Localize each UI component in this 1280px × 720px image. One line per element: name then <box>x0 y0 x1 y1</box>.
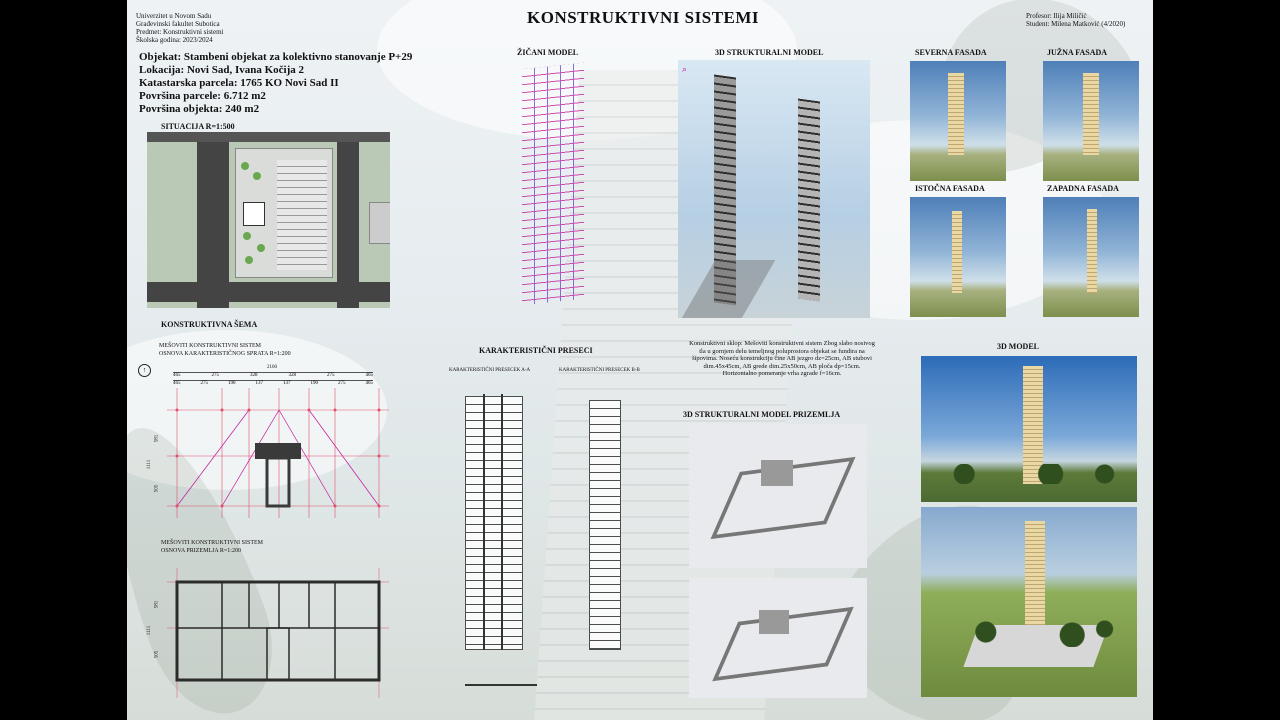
side-dimension: 581 <box>154 600 160 609</box>
west-facade-title: ZAPADNA FASADA <box>1047 184 1119 193</box>
facade-tower <box>952 211 962 293</box>
facade-tower <box>1083 73 1099 155</box>
road-horizontal <box>147 282 390 302</box>
dimension-row-1: 465 275 328 328 275 465 <box>173 372 373 378</box>
dimension-value: 137 <box>283 381 291 386</box>
east-facade-title: ISTOČNA FASADA <box>915 184 985 193</box>
sections-title: KARAKTERISTIČNI PRESECI <box>479 346 593 355</box>
faculty-name: Građevinski fakultet Subotica <box>136 20 220 28</box>
structural-model-image: ⌕ <box>678 60 870 318</box>
school-year: Školska godina: 2023/2024 <box>136 36 213 44</box>
scheme-title: KONSTRUKTIVNA ŠEMA <box>161 320 258 329</box>
dimension-value: 465 <box>365 373 374 378</box>
dimension-total: 2160 <box>267 365 277 370</box>
north-arrow-icon: ↑ <box>138 364 151 377</box>
side-dimension: 581 <box>154 434 160 443</box>
model-3d-image-2 <box>921 507 1137 697</box>
trees <box>921 617 1137 647</box>
wire-model-title: ŽIČANI MODEL <box>517 48 579 57</box>
dimension-value: 190 <box>228 381 236 386</box>
structural-tower-right <box>798 98 820 302</box>
section-a-label: KARAKTERISTIČNI PRESECEK A-A <box>449 368 531 373</box>
section-scale-bar <box>465 684 537 686</box>
tree <box>243 232 251 240</box>
road-horizontal <box>147 132 390 142</box>
university-name: Univerzitet u Novom Sadu <box>136 12 212 20</box>
typical-plan-label-2: OSNOVA KARAKTERISTIČNOG SPRATA R=1:200 <box>159 351 291 357</box>
section-b-drawing <box>589 400 621 650</box>
subject-name: Predmet: Konstruktivni sistemi <box>136 28 224 36</box>
tree <box>241 162 249 170</box>
ground-core <box>759 610 789 634</box>
poster: Univerzitet u Novom Sadu Građevinski fak… <box>127 0 1153 720</box>
tree <box>257 244 265 252</box>
project-object: Objekat: Stambeni objekat za kolektivno … <box>139 51 413 63</box>
project-parcel-area: Površina parcele: 6.712 m2 <box>139 90 266 102</box>
side-dimension: 505 <box>154 484 160 493</box>
typical-floor-plan <box>167 388 389 518</box>
model-3d-image-1 <box>921 356 1137 502</box>
model-3d-title: 3D MODEL <box>997 342 1039 351</box>
road-vertical <box>337 132 359 308</box>
ground-floor-plan <box>167 568 389 698</box>
dimension-value: 275 <box>200 381 209 386</box>
situation-title: SITUACIJA R=1:500 <box>161 122 235 131</box>
structural-shadow <box>680 260 776 318</box>
tree <box>253 172 261 180</box>
side-dimension: 1111 <box>147 459 153 470</box>
ground-core <box>761 460 793 486</box>
north-facade-title: SEVERNA FASADA <box>915 48 987 57</box>
project-parcel: Katastarska parcela: 1765 KO Novi Sad II <box>139 77 339 89</box>
building-footprint <box>243 202 265 226</box>
structural-ground-image-1 <box>689 424 867 568</box>
dimension-value: 190 <box>310 381 319 386</box>
west-facade-image <box>1043 197 1139 317</box>
project-object-area: Površina objekta: 240 m2 <box>139 103 260 115</box>
dimension-value: 275 <box>338 381 346 386</box>
dimension-value: 137 <box>255 381 264 386</box>
road-vertical <box>197 132 229 308</box>
neighbor-building <box>369 202 390 244</box>
student-name: Student: Milena Matković (4/2020) <box>1026 20 1126 28</box>
section-a-core <box>483 394 503 650</box>
ground-plan-label-2: OSNOVA PRIZEMLJA R=1:200 <box>161 548 241 554</box>
situation-plan <box>147 132 390 308</box>
zoom-icon: ⌕ <box>682 64 688 74</box>
dimension-value: 465 <box>173 381 181 386</box>
side-dimension: 1111 <box>147 625 153 636</box>
dimension-value: 465 <box>365 381 374 386</box>
structural-ground-image-2 <box>689 578 867 698</box>
dimension-value: 275 <box>211 373 220 378</box>
dimension-value: 275 <box>327 373 335 378</box>
professor-name: Profesor: Ilija Miličić <box>1026 12 1087 20</box>
dimension-row-2: 465 275 190 137 137 190 275 465 <box>173 380 373 386</box>
typical-plan-label-1: MEŠOVITI KONSTRUKTIVNI SISTEM <box>159 343 261 349</box>
east-facade-image <box>910 197 1006 317</box>
structural-description: Konstruktivni sklop: Mešoviti konstrukti… <box>689 340 875 378</box>
page-title: KONSTRUKTIVNI SISTEMI <box>527 8 760 27</box>
facade-tower <box>948 73 964 155</box>
south-facade-image <box>1043 61 1139 181</box>
dimension-value: 328 <box>288 373 297 378</box>
section-a-drawing <box>465 396 523 650</box>
model-tower <box>1025 521 1045 637</box>
model-tower <box>1023 366 1043 484</box>
parking-lot <box>277 160 327 270</box>
tree <box>245 256 253 264</box>
structural-ground-title: 3D STRUKTURALNI MODEL PRIZEMLJA <box>683 410 841 419</box>
dimension-value: 328 <box>250 373 258 378</box>
south-facade-title: JUŽNA FASADA <box>1047 48 1108 57</box>
ground-plan-label-1: MEŠOVITI KONSTRUKTIVNI SISTEM <box>161 540 263 546</box>
north-facade-image <box>910 61 1006 181</box>
dimension-value: 465 <box>173 373 181 378</box>
trees <box>921 464 1137 484</box>
side-dimension: 505 <box>154 650 160 659</box>
structural-model-title: 3D STRUKTURALNI MODEL <box>715 48 824 57</box>
project-location: Lokacija: Novi Sad, Ivana Kočija 2 <box>139 64 305 76</box>
facade-tower <box>1087 209 1097 293</box>
section-b-label: KARAKTERISTIČNI PRESECEK B-B <box>559 368 640 373</box>
wire-model <box>522 62 584 306</box>
